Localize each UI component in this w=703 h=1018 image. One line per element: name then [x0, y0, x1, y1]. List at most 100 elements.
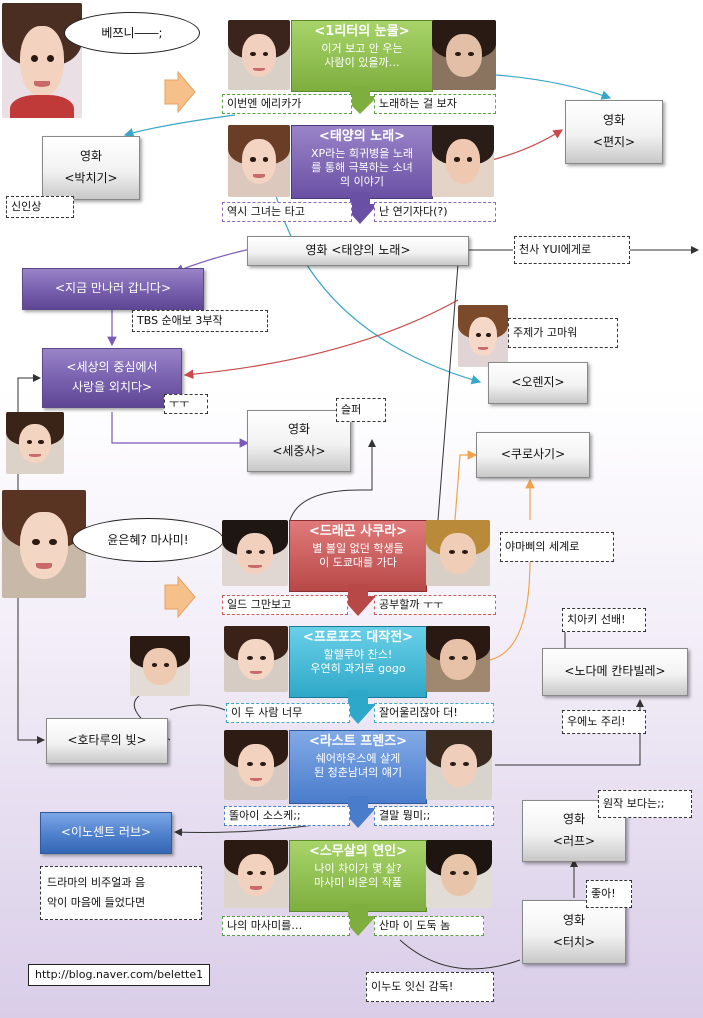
twenty-line2: 마사미 비운의 작품	[314, 876, 402, 889]
propose-actress-photo	[224, 626, 288, 692]
propose-caption-left: 이 두 사람 너무	[226, 703, 350, 723]
movie-touch[interactable]: 영화 <터치>	[522, 900, 626, 964]
sun-line2: 를 통해 극복하는 소녀	[311, 161, 413, 174]
twenty-line1: 나이 차이가 몇 살?	[314, 862, 402, 875]
line-propose-to-hotaru	[169, 704, 226, 711]
dragon-down-arrow	[340, 584, 376, 616]
letter-l2: <편지>	[592, 135, 636, 149]
note-ueno: 우에노 주리!	[562, 710, 646, 734]
sun-box[interactable]: <태양의 노래> XP라는 희귀병을 노래 를 통해 극복하는 소녀 의 이야기	[291, 125, 433, 199]
big-arrow-mid	[164, 575, 196, 619]
note-yamapi: 야마삐의 세계로	[500, 532, 614, 562]
orange-actress-photo	[458, 305, 508, 367]
sekachu-l2: 사랑을 외치다>	[71, 380, 153, 394]
line-sekachu-to-movie	[111, 412, 250, 448]
line-masami-to-hotaru	[17, 595, 45, 744]
movie-sekachu[interactable]: 영화 <세중사>	[247, 410, 351, 472]
line-sun-vertical	[437, 263, 459, 521]
note-original: 원작 보다는;;	[598, 790, 692, 818]
drama-nodame[interactable]: <노다메 칸타빌레>	[542, 648, 688, 696]
dragon-caption-left: 일드 그만보고	[222, 595, 348, 615]
tears-box[interactable]: <1리터의 눈물> 이거 보고 안 우는 사람이 있을까…	[291, 20, 433, 92]
movie-letter[interactable]: 영화 <편지>	[565, 100, 663, 164]
note-theme: 주제가 고마워	[508, 318, 618, 348]
drama-orange[interactable]: <오렌지>	[488, 362, 588, 404]
drama-innocent[interactable]: <이노센트 러브>	[40, 812, 172, 854]
tears-title: <1리터의 눈물>	[314, 24, 410, 39]
blog-url[interactable]: http://blog.naver.com/belette1	[28, 964, 211, 986]
propose-line2: 우연히 과거로 gogo	[310, 662, 406, 675]
twenty-down-arrow	[340, 904, 376, 936]
line-tears-to-letter	[495, 74, 612, 100]
sun-title: <태양의 노래>	[318, 129, 406, 144]
pacchigi-l1: 영화	[79, 149, 103, 163]
dragon-line1: 별 볼일 없던 학생들	[312, 542, 404, 555]
twenty-title: <스무살의 연인>	[308, 844, 408, 859]
big-arrow-top	[164, 70, 196, 114]
sekachu-l1: <세상의 중심에서	[66, 360, 158, 374]
movie-sun[interactable]: 영화 <태양의 노래>	[247, 236, 469, 266]
last-actor-photo	[426, 730, 492, 800]
sun-line1: XP라는 희귀병을 노래	[310, 147, 414, 160]
dragon-box[interactable]: <드래곤 사쿠라> 별 볼일 없던 학생들 이 도쿄대를 가다	[289, 520, 427, 592]
last-caption-right: 결말 뭥미;;	[374, 806, 494, 826]
last-title: <라스트 프렌즈>	[308, 734, 408, 749]
tears-actor-photo	[432, 20, 496, 90]
propose-box[interactable]: <프로포즈 대작전> 할렐루야 찬스! 우연히 과거로 gogo	[289, 626, 427, 698]
note-tt1: ㅜㅜ	[164, 394, 208, 414]
tears-actress-photo	[228, 20, 290, 90]
tears-caption-left: 이번엔 에리카가	[222, 94, 352, 114]
line-to-sekachu	[183, 299, 459, 380]
tears-line1: 이거 보고 안 우는	[321, 42, 403, 55]
touch-l1: 영화	[562, 913, 586, 927]
propose-caption-right: 잘어울리잖아 더!	[374, 703, 494, 723]
note-drama-l2: 악이 마음에 들었다면	[47, 896, 146, 909]
note-sad: 슬퍼	[336, 398, 386, 422]
bubble-erika: 베쯔니――;	[64, 12, 200, 54]
note-drama-l1: 드라마의 비주얼과 음	[47, 876, 146, 889]
last-line2: 된 청춘남녀의 얘기	[314, 766, 402, 779]
sun-actor-photo	[432, 125, 494, 197]
dragon-caption-right: 공부할까 ㅜㅜ	[374, 595, 496, 615]
line-dragon-to-sekachu-movie	[289, 439, 376, 521]
drama-go-meet[interactable]: <지금 만나러 갑니다>	[22, 268, 204, 310]
sun-line3: 의 이야기	[340, 175, 384, 188]
propose-actor-photo	[426, 626, 490, 692]
twenty-caption-right: 산마 이 도둑 놈	[374, 916, 484, 936]
note-good: 좋아!	[586, 880, 632, 908]
ayase-photo	[6, 412, 64, 474]
last-line1: 쉐어하우스에 살게	[315, 752, 401, 765]
sun-down-arrow	[342, 192, 378, 224]
sun-actress-photo	[228, 125, 290, 197]
last-box[interactable]: <라스트 프렌즈> 쉐어하우스에 살게 된 청춘남녀의 얘기	[289, 730, 427, 804]
line-propose-to-kurosagi	[489, 559, 531, 661]
letter-l1: 영화	[602, 113, 626, 127]
dragon-actor-photo	[426, 520, 490, 586]
twenty-box[interactable]: <스무살의 연인> 나이 차이가 몇 살? 마사미 비운의 작품	[289, 840, 427, 912]
propose-down-arrow	[340, 690, 376, 724]
line-to-kurosagi	[454, 450, 478, 521]
drama-kurosagi[interactable]: <쿠로사기>	[476, 432, 590, 478]
dragon-actress-photo	[222, 520, 288, 586]
propose-title: <프로포즈 대작전>	[302, 630, 414, 645]
erika-photo	[2, 3, 82, 118]
line-twenty-to-inudo	[399, 939, 521, 970]
twenty-actor-photo	[426, 840, 492, 908]
sekachu-movie-l1: 영화	[287, 422, 311, 436]
tears-line2: 사람이 있을까…	[324, 56, 400, 69]
sekachu-movie-l2: <세중사>	[272, 444, 326, 458]
touch-l2: <터치>	[552, 935, 596, 949]
movie-pacchigi[interactable]: 영화 <박치기>	[42, 136, 140, 200]
sun-caption-left: 역시 그녀는 타고	[222, 202, 352, 222]
love-l2: <러프>	[552, 834, 596, 848]
line-tears-to-pacchigi	[123, 114, 236, 138]
note-chiaki: 치아키 선배!	[562, 608, 646, 632]
love-l1: 영화	[562, 812, 586, 826]
drama-hotaru[interactable]: <호타루의 빛>	[46, 718, 168, 764]
drama-sekachu[interactable]: <세상의 중심에서 사랑을 외치다>	[42, 348, 182, 408]
twenty-caption-left: 나의 마사미를…	[222, 916, 350, 936]
tears-caption-right: 노래하는 걸 보자	[374, 94, 496, 114]
sun-caption-right: 난 연기자다(?)	[374, 202, 496, 222]
note-inudo: 이누도 잇신 감독!	[366, 972, 494, 1002]
